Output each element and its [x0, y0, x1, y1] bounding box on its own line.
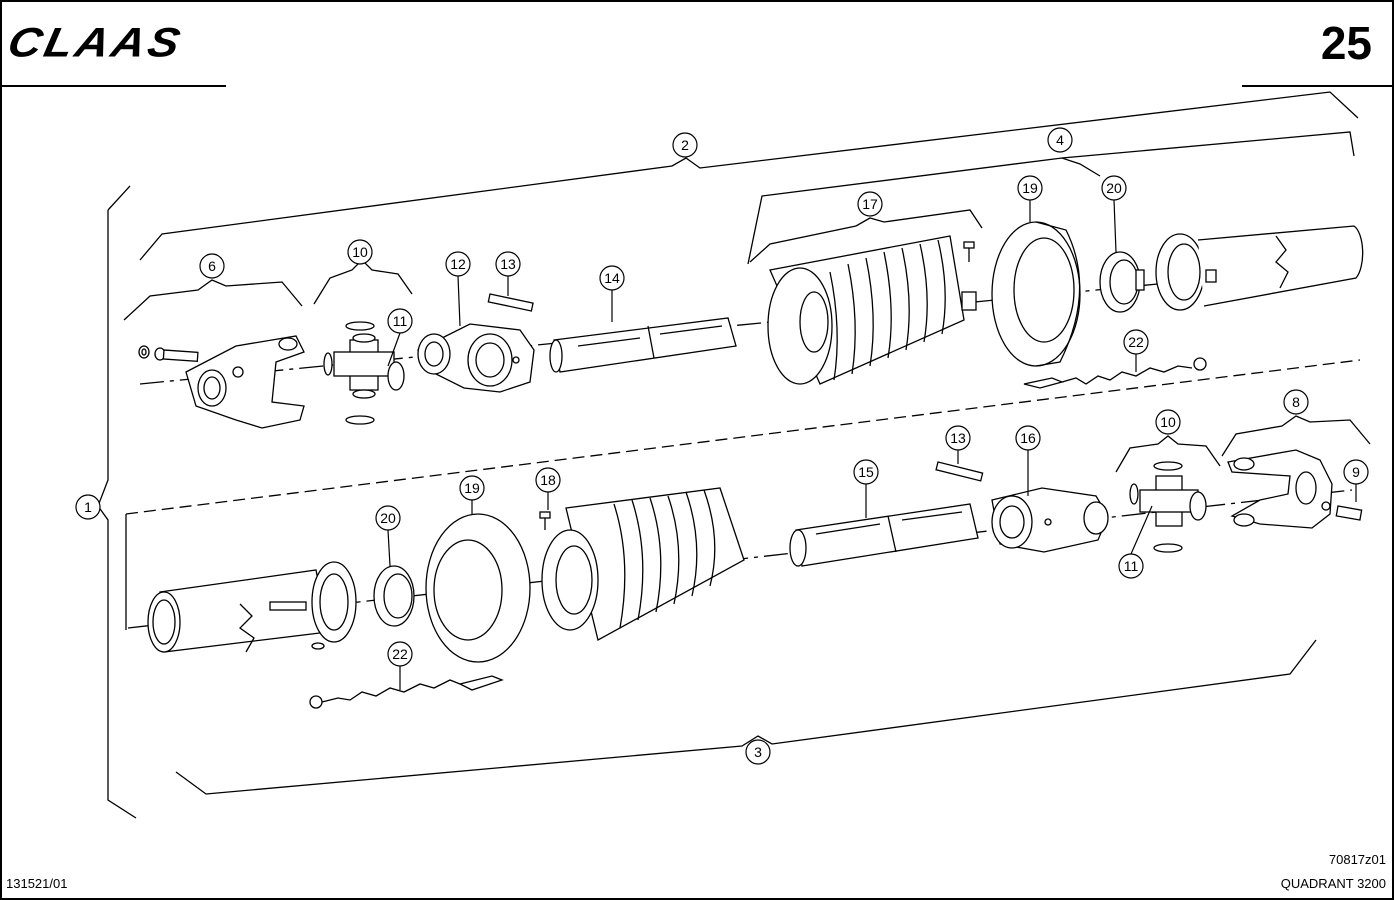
- callout-circle: [1118, 553, 1144, 579]
- callout-label: 15: [858, 464, 874, 480]
- callout-label: 13: [500, 256, 516, 272]
- callout-circle: [347, 239, 373, 265]
- callout-leader: [1113, 199, 1117, 253]
- callout-circle: [75, 494, 101, 520]
- bracket-4-right: [1061, 131, 1355, 159]
- callout-label: 20: [380, 510, 396, 526]
- screw-and-nut: [138, 345, 199, 363]
- yoke-6: [185, 335, 305, 429]
- roll-pin-13b: [935, 461, 984, 482]
- claas-logo: CLAAS: [3, 18, 188, 66]
- callout-circle: [745, 739, 771, 765]
- outer-tube-4: [1155, 225, 1364, 311]
- callout-label: 12: [450, 256, 466, 272]
- callout-label: 10: [352, 244, 368, 260]
- bracket-1-top: [107, 185, 131, 211]
- yoke-8: [1227, 449, 1333, 529]
- callout-label: 9: [1352, 464, 1360, 480]
- divider-dashed: [125, 359, 1361, 515]
- callout-circle: [672, 132, 698, 158]
- callout-circle: [857, 191, 883, 217]
- callout-label: 20: [1106, 180, 1122, 196]
- callout-label: 2: [681, 137, 689, 153]
- callout-leader: [457, 275, 461, 327]
- figure-code: 70817z01: [1328, 852, 1386, 867]
- callout-label: 11: [393, 313, 408, 329]
- bracket-8: [1221, 415, 1371, 457]
- callout-label: 18: [540, 472, 556, 488]
- callout-circle: [1123, 329, 1149, 355]
- shear-bolt-9: [1335, 505, 1363, 521]
- guard-cone-19b: [425, 513, 531, 663]
- callout-circle: [375, 505, 401, 531]
- bearing-ring-20b: [373, 565, 415, 627]
- bearing-ring-20a: [1099, 251, 1145, 313]
- safety-chain-22a: [1023, 357, 1207, 389]
- callout-circle: [1017, 175, 1043, 201]
- callout-circle: [1283, 389, 1309, 415]
- profile-tube-14: [549, 317, 737, 373]
- inner-yoke-16: [991, 487, 1109, 553]
- callout-circle: [1101, 175, 1127, 201]
- page-number: 25: [1320, 17, 1372, 69]
- screw-18a: [963, 241, 975, 262]
- callout-label: 17: [862, 196, 878, 212]
- callout-label: 11: [1124, 558, 1139, 574]
- callout-circle: [199, 253, 225, 279]
- callout-label: 19: [464, 480, 480, 496]
- callout-label: 8: [1292, 394, 1300, 410]
- callout-circle: [1343, 459, 1369, 485]
- callout-circle: [599, 265, 625, 291]
- callout-circle: [535, 467, 561, 493]
- bracket-10b: [1115, 435, 1221, 473]
- screw-18b: [539, 511, 551, 530]
- callout-label: 13: [950, 430, 966, 446]
- universal-cross-10b: [1129, 461, 1207, 553]
- callout-label: 3: [754, 744, 762, 760]
- callout-label: 1: [84, 499, 92, 515]
- callout-circle: [387, 641, 413, 667]
- callout-leader: [1130, 505, 1153, 555]
- profile-tube-15: [789, 503, 979, 567]
- bracket-2: [139, 91, 1359, 261]
- callout-circle: [945, 425, 971, 451]
- callout-label: 16: [1020, 430, 1036, 446]
- callout-circle: [1015, 425, 1041, 451]
- callout-label: 19: [1022, 180, 1038, 196]
- bracket-1: [97, 210, 137, 819]
- universal-cross-10a: [323, 321, 405, 425]
- guard-cone-19a: [991, 221, 1081, 367]
- callout-label: 10: [1160, 414, 1176, 430]
- callout-label: 22: [1128, 334, 1144, 350]
- outer-tube-3: [147, 561, 357, 653]
- model-name: QUADRANT 3200: [1280, 876, 1386, 891]
- callout-circle: [495, 251, 521, 277]
- protective-bellows-lower: [541, 487, 745, 641]
- callout-circle: [445, 251, 471, 277]
- bracket-10a: [313, 259, 413, 305]
- callout-label: 6: [208, 258, 216, 274]
- callout-label: 14: [604, 270, 620, 286]
- callout-circle: [853, 459, 879, 485]
- bracket-6: [123, 279, 303, 321]
- roll-pin-13a: [487, 293, 534, 312]
- safety-chain-22b: [309, 675, 504, 709]
- callout-label: 4: [1056, 132, 1064, 148]
- callout-circle: [1155, 409, 1181, 435]
- protective-bellows-17: [767, 235, 977, 385]
- inner-yoke-12: [417, 323, 535, 393]
- callout-label: 22: [392, 646, 408, 662]
- callout-leader: [387, 332, 401, 367]
- doc-number: 131521/01: [6, 876, 68, 891]
- callout-circle: [387, 308, 413, 334]
- callout-leader: [387, 529, 391, 567]
- bracket-17: [749, 209, 983, 263]
- callout-circle: [1047, 127, 1073, 153]
- callout-circle: [459, 475, 485, 501]
- bracket-3: [175, 639, 1317, 795]
